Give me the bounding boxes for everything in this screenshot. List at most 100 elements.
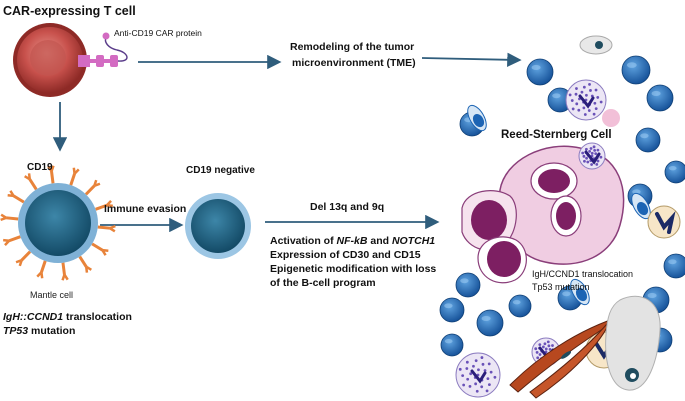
macrophage-cells — [579, 35, 661, 391]
granule — [481, 362, 485, 366]
granule — [480, 356, 484, 359]
granule — [477, 368, 480, 372]
granule — [589, 89, 592, 92]
cd19-spike-tip — [24, 173, 32, 181]
cd19-spike — [8, 235, 21, 243]
cd19-spike — [84, 184, 96, 196]
notch1-gene: NOTCH1 — [392, 235, 435, 247]
cd19-spike-tip — [109, 224, 116, 233]
granule — [575, 87, 578, 90]
mantle-cell-label: Mantle cell — [30, 290, 73, 300]
granule — [589, 147, 593, 150]
remodel-line1: Remodeling of the tumor — [290, 41, 414, 53]
granule — [543, 342, 547, 346]
lymphocyte — [621, 55, 651, 85]
cd19-spike-tip — [72, 167, 80, 175]
reed-sternberg-cell — [461, 145, 625, 284]
lymphocyte-highlight — [640, 133, 649, 139]
granule — [538, 343, 542, 346]
lymphocyte — [439, 297, 465, 323]
granule — [593, 148, 597, 152]
cd19-spike-tip — [84, 265, 92, 273]
granule — [594, 88, 598, 92]
immune-evasion-label: Immune evasion — [104, 203, 186, 215]
granule — [480, 385, 484, 389]
granule — [580, 90, 584, 94]
granule — [588, 149, 592, 153]
car-protein-label: Anti-CD19 CAR protein — [114, 28, 202, 38]
granule — [469, 372, 473, 376]
plasma-nucleus — [636, 202, 649, 216]
lymphocyte — [664, 160, 685, 184]
granule — [585, 156, 588, 160]
granule — [571, 107, 575, 111]
cd19-spike — [12, 194, 25, 204]
lymphocyte-highlight — [668, 165, 677, 171]
cd19-label: CD19 — [27, 162, 53, 173]
cd19-spike — [78, 255, 88, 268]
granule — [584, 147, 588, 151]
granule — [599, 100, 603, 104]
granule — [582, 154, 586, 158]
granule — [599, 155, 603, 159]
tme-cells — [439, 55, 685, 357]
granule — [474, 359, 478, 363]
cd19-negative-label: CD19 negative — [186, 165, 255, 176]
granule — [577, 108, 581, 112]
reed-sternberg-label: Reed-Sternberg Cell — [501, 129, 612, 141]
granule — [574, 92, 578, 96]
granule — [466, 377, 470, 381]
granule — [474, 382, 478, 386]
lymphocyte-highlight — [444, 338, 453, 344]
deletion-label: Del 13q and 9q — [310, 201, 384, 213]
cd19-spike-tip — [0, 213, 7, 222]
mantle-mutation-label: TP53 mutation — [3, 325, 75, 337]
car-t-cell — [13, 23, 87, 97]
granule — [468, 385, 472, 388]
activation-prefix: Activation of — [270, 235, 337, 247]
expression-label: Expression of CD30 and CD15 — [270, 249, 421, 261]
cd19-spike-tip — [105, 200, 113, 208]
remodel-line2: microenvironment (TME) — [292, 57, 416, 69]
granule — [582, 106, 586, 110]
granule — [581, 151, 585, 155]
granule — [483, 369, 487, 372]
nfkb-gene: NF-kB — [337, 235, 368, 247]
lymphocyte-highlight — [481, 315, 491, 322]
cd19-spike — [95, 203, 108, 211]
granule — [486, 377, 490, 381]
granule — [465, 367, 469, 370]
granule — [582, 85, 586, 89]
arrow-remodel-to-tme — [421, 52, 522, 67]
granule — [475, 389, 479, 393]
translocation-word: translocation — [63, 311, 132, 323]
cd19-spike-tip — [47, 165, 55, 173]
granule — [487, 383, 491, 387]
lymphocyte — [663, 253, 685, 279]
granule — [462, 383, 466, 387]
cd19-spike — [61, 262, 66, 275]
lymphocyte-highlight — [626, 62, 637, 68]
and-word: and — [367, 235, 392, 247]
granule — [594, 107, 598, 111]
granulocyte-nucleus — [584, 150, 601, 165]
lymphocyte-highlight — [647, 292, 657, 299]
granule — [590, 151, 594, 155]
tp53-gene: TP53 — [3, 325, 28, 337]
granule — [465, 360, 469, 364]
cd19-spike-tip — [7, 190, 15, 198]
rs-translocation-label: IgH/CCND1 translocation — [532, 269, 633, 279]
lymphocyte-highlight — [512, 299, 521, 305]
granule — [596, 148, 600, 152]
granule — [596, 159, 600, 163]
cd19-spike-tip — [93, 179, 101, 187]
activation-label: Activation of NF-kB and NOTCH1 — [270, 235, 435, 247]
lymphocyte-highlight — [531, 64, 541, 71]
lymphocyte — [526, 58, 554, 86]
granules — [458, 83, 603, 393]
cd19-spike — [28, 178, 38, 191]
cd19-spike — [69, 173, 76, 186]
lymphocyte-highlight — [552, 93, 561, 99]
granulocyte-nucleus — [470, 369, 487, 384]
